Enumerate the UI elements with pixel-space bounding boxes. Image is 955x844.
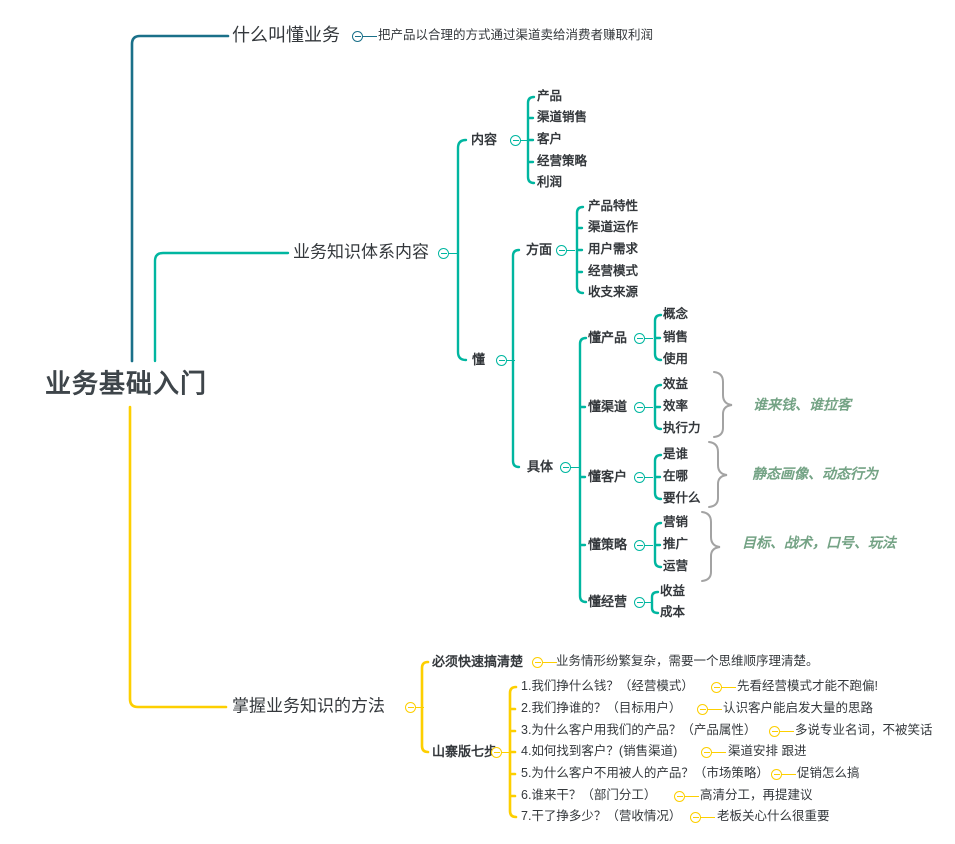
collapse-icon-content[interactable] [510, 135, 529, 146]
collapse-icon-understand-strategy[interactable] [634, 540, 653, 551]
node-seven-steps[interactable]: 山寨版七步 [432, 743, 498, 759]
aspect-item[interactable]: 收支来源 [588, 285, 639, 300]
node-specific[interactable]: 具体 [527, 458, 554, 474]
step-note-1[interactable]: 先看经营模式才能不跑偏! [737, 679, 878, 694]
product-item[interactable]: 使用 [663, 352, 689, 367]
collapse-icon-understand-customer[interactable] [634, 472, 653, 483]
collapse-icon-master-method[interactable] [405, 702, 424, 713]
step-note-2[interactable]: 认识客户能启发大量的思路 [723, 701, 874, 716]
step-item-3[interactable]: 3.为什么客户用我们的产品？（产品属性） [521, 723, 757, 738]
step-note-3[interactable]: 多说专业名词，不被笑话 [795, 723, 933, 738]
step-item-6[interactable]: 6.谁来干？（部门分工） [521, 788, 657, 803]
channel-item[interactable]: 执行力 [663, 421, 701, 436]
collapse-icon-knowledge-system[interactable] [438, 248, 457, 259]
step-item-4[interactable]: 4.如何找到客户？(销售渠道) [521, 744, 678, 759]
collapse-icon-understand-operation[interactable] [634, 597, 653, 608]
collapse-icon-step-3[interactable] [769, 726, 794, 737]
customer-item[interactable]: 要什么 [663, 491, 701, 506]
node-aspects[interactable]: 方面 [526, 241, 553, 257]
collapse-icon-seven-steps[interactable] [491, 747, 510, 758]
step-item-2[interactable]: 2.我们挣谁的？（目标用户） [521, 701, 682, 716]
collapse-icon-understand-channel[interactable] [634, 402, 653, 413]
channel-item[interactable]: 效率 [663, 399, 689, 414]
collapse-icon-step-2[interactable] [697, 704, 722, 715]
node-understand-operation[interactable]: 懂经营 [588, 593, 628, 609]
step-note-7[interactable]: 老板关心什么很重要 [717, 809, 830, 824]
node-knowledge-system[interactable]: 业务知识体系内容 [293, 242, 429, 262]
collapse-icon-quick-clarify[interactable] [532, 657, 557, 668]
product-item[interactable]: 概念 [663, 307, 689, 322]
operation-item[interactable]: 收益 [660, 584, 686, 599]
node-understand-strategy[interactable]: 懂策略 [588, 536, 628, 552]
step-item-7[interactable]: 7.干了挣多少？（营收情况） [521, 809, 682, 824]
collapse-icon-step-6[interactable] [674, 791, 699, 802]
node-root[interactable]: 业务基础入门 [45, 368, 208, 399]
collapse-icon-understand[interactable] [496, 355, 515, 366]
strategy-item[interactable]: 运营 [663, 559, 689, 574]
brace-channel [713, 371, 733, 438]
branch3-lines [128, 405, 518, 819]
aspect-item[interactable]: 渠道运作 [588, 220, 639, 235]
node-understand[interactable]: 懂 [472, 351, 486, 367]
content-item[interactable]: 利润 [537, 175, 563, 190]
content-item[interactable]: 产品 [537, 89, 563, 104]
content-item[interactable]: 渠道销售 [537, 110, 588, 125]
node-understand-customer[interactable]: 懂客户 [588, 468, 628, 484]
collapse-icon-what-is-business[interactable] [352, 31, 377, 42]
brace-strategy [701, 511, 721, 582]
collapse-icon-step-1[interactable] [711, 682, 736, 693]
collapse-icon-step-4[interactable] [701, 747, 726, 758]
step-note-4[interactable]: 渠道安排 跟进 [728, 744, 807, 759]
node-quick-clarify[interactable]: 必须快速搞清楚 [432, 653, 524, 669]
note-quick-clarify[interactable]: 业务情形纷繁复杂，需要一个思维顺序理清楚。 [556, 654, 819, 669]
node-understand-product[interactable]: 懂产品 [588, 329, 628, 345]
collapse-icon-aspects[interactable] [556, 245, 575, 256]
channel-item[interactable]: 效益 [663, 377, 689, 392]
aspect-item[interactable]: 用户需求 [588, 242, 639, 257]
step-note-6[interactable]: 高清分工，再提建议 [700, 788, 813, 803]
node-understand-channel[interactable]: 懂渠道 [588, 398, 628, 414]
node-what-is-business[interactable]: 什么叫懂业务 [232, 25, 340, 46]
collapse-icon-understand-product[interactable] [634, 333, 653, 344]
content-item[interactable]: 客户 [537, 132, 563, 147]
strategy-item[interactable]: 推广 [663, 537, 689, 552]
summary-braces [701, 371, 733, 582]
aspect-item[interactable]: 经营模式 [588, 264, 639, 279]
node-master-method[interactable]: 掌握业务知识的方法 [232, 696, 385, 716]
note-business-definition[interactable]: 把产品以合理的方式通过渠道卖给消费者赚取利润 [378, 28, 654, 43]
aspect-item[interactable]: 产品特性 [588, 199, 639, 214]
step-note-5[interactable]: 促销怎么搞 [797, 766, 860, 781]
collapse-icon-step-5[interactable] [771, 769, 796, 780]
operation-item[interactable]: 成本 [660, 605, 686, 620]
step-item-1[interactable]: 1.我们挣什么钱？（经营模式） [521, 679, 694, 694]
branch1-lines [130, 34, 230, 363]
strategy-item[interactable]: 营销 [663, 515, 689, 530]
summary-annotation-channel[interactable]: 谁来钱、谁拉客 [753, 396, 851, 413]
summary-annotation-strategy[interactable]: 目标、战术，口号、玩法 [742, 534, 896, 551]
customer-item[interactable]: 在哪 [663, 469, 689, 484]
collapse-icon-specific[interactable] [560, 462, 579, 473]
summary-annotation-customer[interactable]: 静态画像、动态行为 [752, 465, 878, 482]
customer-item[interactable]: 是谁 [663, 447, 689, 462]
node-content[interactable]: 内容 [471, 131, 498, 147]
content-item[interactable]: 经营策略 [537, 154, 588, 169]
product-item[interactable]: 销售 [663, 330, 689, 345]
step-item-5[interactable]: 5.为什么客户不用被人的产品？（市场策略） [521, 766, 769, 781]
branch2-lines [153, 95, 663, 615]
collapse-icon-step-7[interactable] [690, 812, 715, 823]
brace-customer [708, 441, 728, 508]
